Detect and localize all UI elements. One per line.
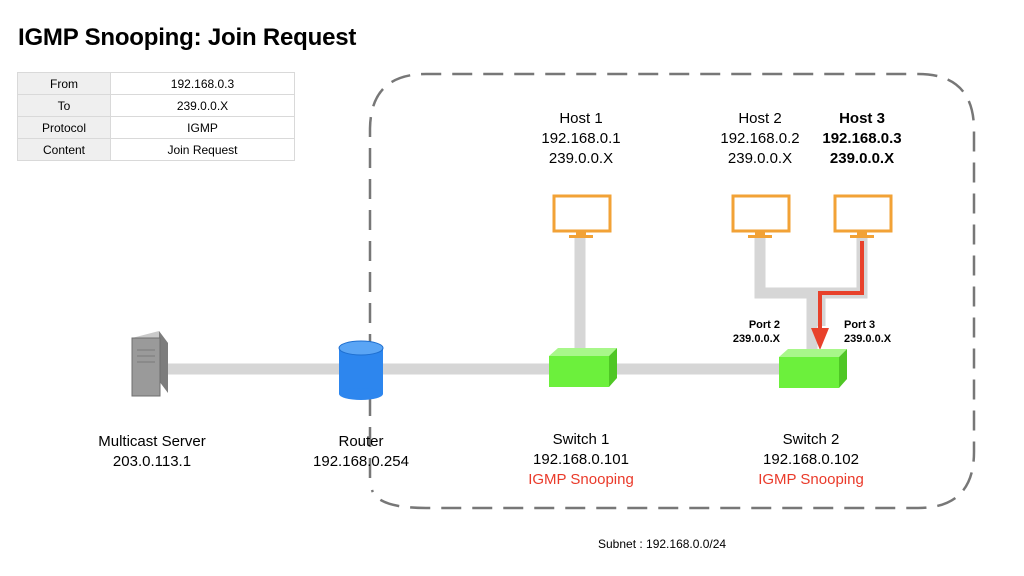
host-3-name: Host 3 bbox=[839, 110, 885, 127]
link-switch2-host3 bbox=[814, 238, 868, 326]
multicast-server-label: Multicast Server 203.0.113.1 bbox=[98, 432, 206, 472]
table-row: Protocol IGMP bbox=[17, 116, 295, 139]
server-icon bbox=[131, 331, 168, 397]
switch-1-label: Switch 1 192.168.0.101 IGMP Snooping bbox=[528, 430, 634, 490]
packet-field-value: Join Request bbox=[110, 138, 295, 161]
switch-2-label: Switch 2 192.168.0.102 IGMP Snooping bbox=[758, 430, 864, 490]
table-row: Content Join Request bbox=[17, 138, 295, 161]
packet-info-table: From 192.168.0.3 To 239.0.0.X Protocol I… bbox=[17, 72, 295, 161]
join-request-arrowhead bbox=[811, 328, 829, 350]
host-2-group: 239.0.0.X bbox=[727, 150, 793, 167]
port-2-name: Port 2 bbox=[748, 319, 780, 331]
host-3-group: 239.0.0.X bbox=[829, 150, 895, 167]
subnet-label: Subnet : 192.168.0.0/24 bbox=[598, 537, 727, 551]
switch-1-name: Switch 1 bbox=[552, 431, 610, 448]
switch-2-name: Switch 2 bbox=[782, 431, 840, 448]
switch-1-ip: 192.168.0.101 bbox=[533, 451, 629, 468]
port-2-group: 239.0.0.X bbox=[732, 333, 780, 345]
host-3-label: Host 3 192.168.0.3 239.0.0.X bbox=[822, 109, 901, 169]
port-3-name: Port 3 bbox=[844, 319, 876, 331]
join-request-arrow bbox=[818, 241, 864, 330]
host-2-ip: 192.168.0.2 bbox=[720, 130, 800, 147]
switch-2-icon bbox=[779, 349, 847, 388]
host-2-name: Host 2 bbox=[738, 110, 782, 127]
multicast-server-name: Multicast Server bbox=[98, 433, 206, 450]
host-2-monitor-icon bbox=[731, 194, 791, 238]
multicast-server-ip: 203.0.113.1 bbox=[112, 453, 192, 470]
packet-field-value: 192.168.0.3 bbox=[110, 72, 295, 95]
switch-1-icon bbox=[549, 348, 617, 387]
host-1-name: Host 1 bbox=[559, 110, 603, 127]
host-1-label: Host 1 192.168.0.1 239.0.0.X bbox=[541, 109, 620, 169]
router-icon bbox=[338, 340, 384, 400]
port-2-label: Port 2 239.0.0.X bbox=[722, 318, 780, 346]
host-1-ip: 192.168.0.1 bbox=[541, 130, 621, 147]
switch-1-feature: IGMP Snooping bbox=[528, 471, 634, 488]
host-3-ip: 192.168.0.3 bbox=[822, 130, 902, 147]
packet-field-key: Protocol bbox=[17, 116, 111, 139]
link-switch2-host2 bbox=[754, 238, 818, 352]
router-name: Router bbox=[338, 433, 384, 450]
host-1-monitor-icon bbox=[552, 194, 612, 238]
router-ip: 192.168.0.254 bbox=[313, 453, 409, 470]
host-2-label: Host 2 192.168.0.2 239.0.0.X bbox=[720, 109, 799, 169]
host-1-group: 239.0.0.X bbox=[548, 150, 614, 167]
page-title: IGMP Snooping: Join Request bbox=[18, 24, 357, 51]
table-row: From 192.168.0.3 bbox=[17, 72, 295, 95]
packet-field-value: IGMP bbox=[110, 116, 295, 139]
switch-2-feature: IGMP Snooping bbox=[758, 471, 864, 488]
switch-2-ip: 192.168.0.102 bbox=[763, 451, 859, 468]
port-3-group: 239.0.0.X bbox=[844, 333, 892, 345]
host-3-monitor-icon bbox=[833, 194, 893, 238]
packet-field-key: Content bbox=[17, 138, 111, 161]
port-3-label: Port 3 239.0.0.X bbox=[844, 318, 891, 346]
subnet-boundary bbox=[368, 72, 976, 510]
router-label: Router 192.168.0.254 bbox=[313, 432, 409, 472]
